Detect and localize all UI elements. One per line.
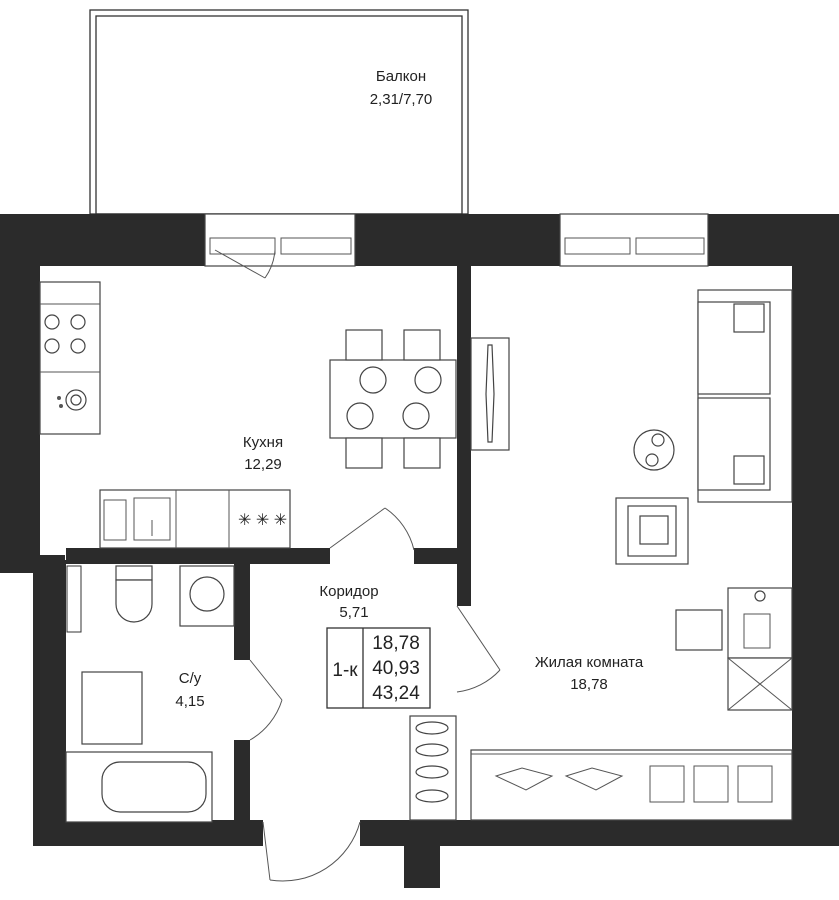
balcony-name: Балкон <box>376 68 426 85</box>
kitchen: ✳ ✳ ✳ Кухня 12,29 <box>39 281 457 549</box>
apartment-type: 1-к <box>332 660 358 681</box>
kitchen-area: 12,29 <box>244 456 282 473</box>
corridor-name: Коридор <box>319 583 378 600</box>
living-area-value: 18,78 <box>372 633 420 654</box>
doors <box>249 507 501 882</box>
apartment-summary: 1-к 18,78 40,93 43,24 <box>326 627 431 709</box>
walls <box>0 214 839 888</box>
living-room-name: Жилая комната <box>535 654 644 671</box>
balcony: Балкон 2,31/7,70 <box>89 9 469 215</box>
bathroom-name: С/у <box>179 670 202 687</box>
cooktop-icon: ✳ ✳ ✳ <box>238 512 287 529</box>
bathroom-area: 4,15 <box>175 693 204 710</box>
living-room: Жилая комната 18,78 <box>470 289 793 821</box>
living-room-area: 18,78 <box>570 676 608 693</box>
bathroom: С/у 4,15 <box>65 565 235 823</box>
balcony-area: 2,31/7,70 <box>370 91 433 108</box>
corridor: Коридор 5,71 <box>319 583 457 821</box>
total-area-value: 40,93 <box>372 658 420 679</box>
corridor-area: 5,71 <box>339 604 368 621</box>
total-with-balcony-value: 43,24 <box>372 683 420 704</box>
kitchen-name: Кухня <box>243 434 283 451</box>
windows <box>204 213 709 279</box>
